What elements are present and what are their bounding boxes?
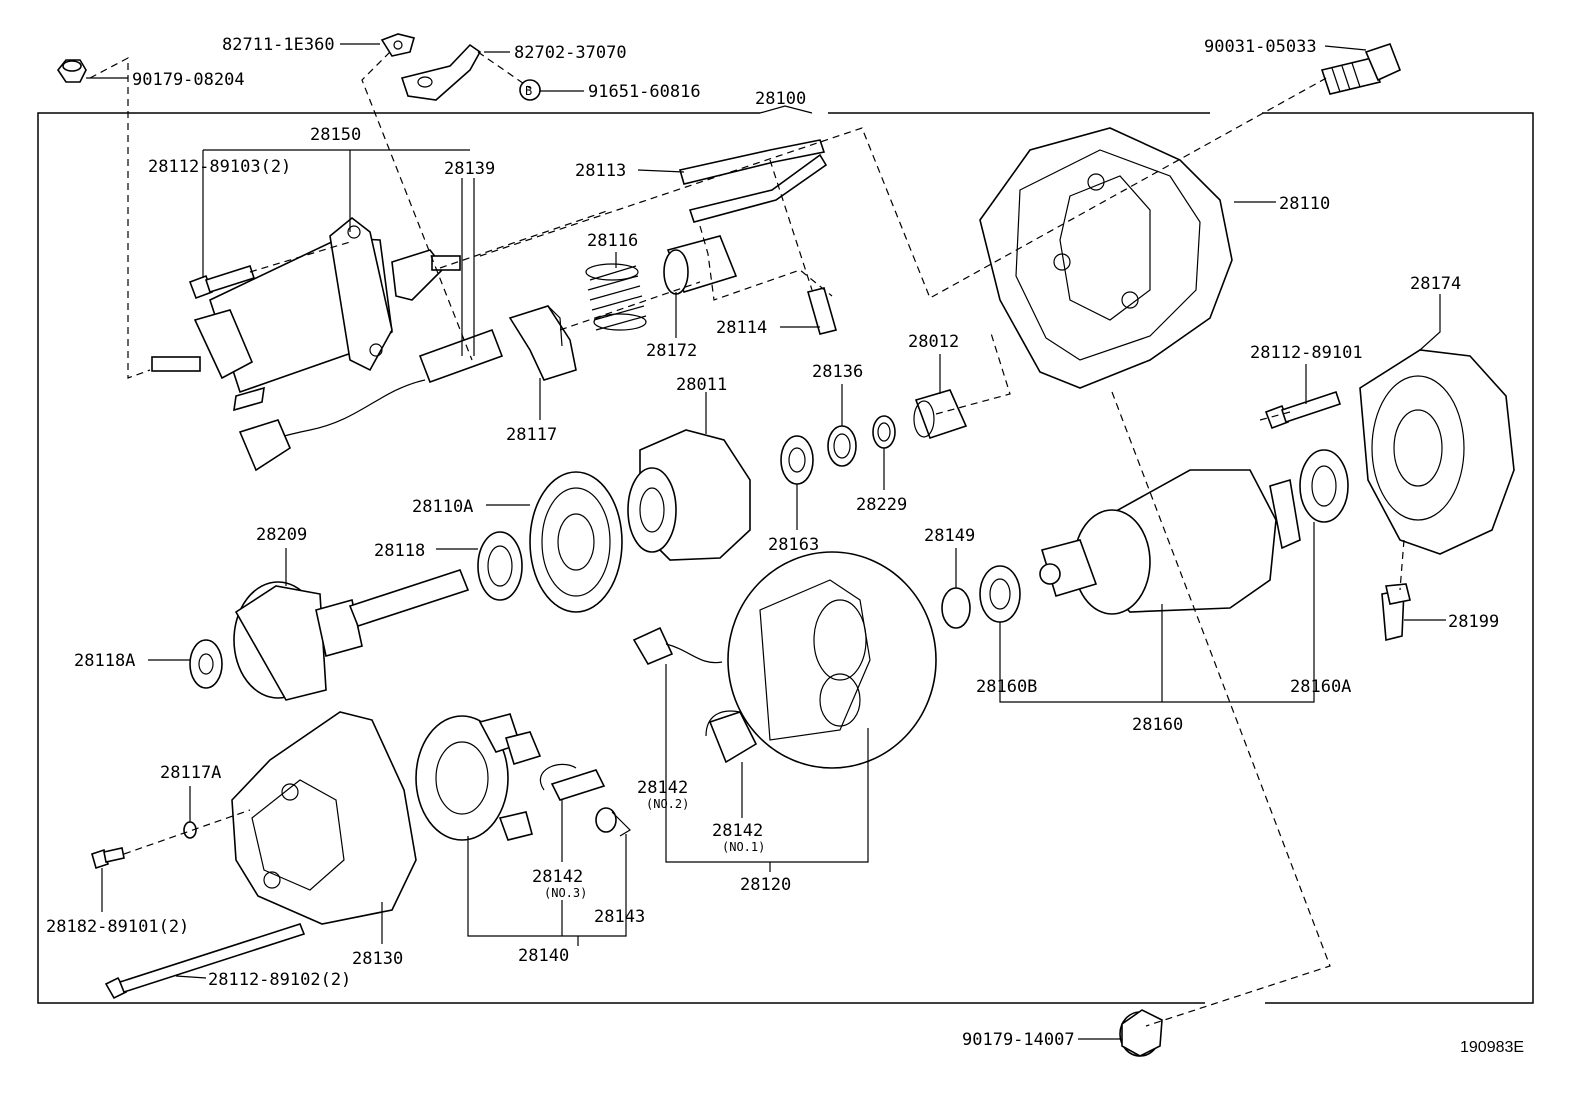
- bolt-28112-89103: [188, 264, 256, 300]
- label-28174: 28174: [1410, 274, 1461, 294]
- end-frame-28174: [1359, 349, 1515, 555]
- bearing-28160A: [1299, 449, 1349, 523]
- snap-ring-28229: [872, 415, 896, 449]
- screw-28182-89101: [91, 847, 125, 870]
- label-no3: (NO.3): [544, 886, 587, 900]
- label-28142-no1: 28142: [712, 821, 763, 841]
- spring-28116: [585, 263, 647, 331]
- through-bolt-28112-89102: [104, 923, 306, 1000]
- commutator-end-frame-28130: [231, 711, 417, 925]
- label-no1: (NO.1): [722, 840, 765, 854]
- assembly-dashed-lines: [89, 51, 1405, 1027]
- label-82711-1E360: 82711-1E360: [222, 35, 335, 55]
- label-28112-89103: 28112-89103(2): [148, 157, 291, 177]
- image-id: 190983E: [1460, 1039, 1524, 1056]
- label-28140: 28140: [518, 946, 569, 966]
- label-90031-05033: 90031-05033: [1204, 37, 1317, 57]
- bolt-28112-89101: [1264, 390, 1342, 430]
- lead-28139: [238, 328, 504, 472]
- assembly-frame: [37, 112, 1534, 1004]
- label-28199: 28199: [1448, 612, 1499, 632]
- label-91651-60816: 91651-60816: [588, 82, 701, 102]
- label-28142-no2: 28142: [637, 778, 688, 798]
- label-28136: 28136: [812, 362, 863, 382]
- label-28149: 28149: [924, 526, 975, 546]
- bearing-28110A: [529, 471, 623, 613]
- b-marker: B: [519, 79, 541, 101]
- label-28116: 28116: [587, 231, 638, 251]
- pin-28114: [807, 287, 837, 335]
- label-28112-89102: 28112-89102(2): [208, 970, 351, 990]
- collar-28163: [780, 435, 814, 485]
- label-28139: 28139: [444, 159, 495, 179]
- spring-28143: [595, 807, 631, 837]
- clutch-28011: [627, 429, 751, 561]
- label-28110A: 28110A: [412, 497, 473, 517]
- label-28011: 28011: [676, 375, 727, 395]
- nut-90179-14007: [1119, 1009, 1163, 1057]
- part-labels: 82711-1E360 82702-37070 90179-08204 9165…: [46, 35, 1524, 1056]
- label-28160: 28160: [1132, 715, 1183, 735]
- leader-lines: [86, 43, 1446, 1040]
- nut-90179-08204: [57, 59, 87, 83]
- magnetic-switch-28150: [151, 216, 461, 412]
- label-28012: 28012: [908, 332, 959, 352]
- label-28182-89101: 28182-89101(2): [46, 917, 189, 937]
- label-28117: 28117: [506, 425, 557, 445]
- label-28117A: 28117A: [160, 763, 221, 783]
- label-28112-89101: 28112-89101: [1250, 343, 1363, 363]
- label-90179-14007: 90179-14007: [962, 1030, 1075, 1050]
- label-90179-08204: 90179-08204: [132, 70, 245, 90]
- label-no2: (NO.2): [646, 797, 689, 811]
- label-28130: 28130: [352, 949, 403, 969]
- label-28150: 28150: [310, 125, 361, 145]
- plate-82702-37070: [400, 43, 482, 101]
- plug-28149: [941, 587, 971, 629]
- armature-28160: [1039, 469, 1301, 615]
- label-28229: 28229: [856, 495, 907, 515]
- label-28113: 28113: [575, 161, 626, 181]
- lever-28113: [678, 139, 828, 223]
- plunger-28172: [663, 235, 738, 295]
- b-marker-label: B: [525, 84, 532, 98]
- label-28100: 28100: [755, 89, 806, 109]
- label-28172: 28172: [646, 341, 697, 361]
- terminal-82711-1E360: [380, 33, 415, 57]
- cover-28117: [508, 305, 577, 381]
- washer-28118A: [189, 639, 223, 689]
- brush-holder-28140: [415, 713, 542, 841]
- washer-28118: [477, 531, 523, 601]
- label-28110: 28110: [1279, 194, 1330, 214]
- label-28143: 28143: [594, 907, 645, 927]
- drive-housing-28110: [979, 127, 1233, 389]
- bearing-28160B: [979, 565, 1021, 623]
- label-28118: 28118: [374, 541, 425, 561]
- ring-28136: [827, 425, 857, 467]
- label-82702-37070: 82702-37070: [514, 43, 627, 63]
- label-28142-no3: 28142: [532, 867, 583, 887]
- label-28209: 28209: [256, 525, 307, 545]
- bolt-90031-05033: [1320, 42, 1402, 95]
- planetary-shaft-28209: [233, 569, 470, 701]
- label-28160A: 28160A: [1290, 677, 1351, 697]
- label-28163: 28163: [768, 535, 819, 555]
- label-28160B: 28160B: [976, 677, 1037, 697]
- brush-28142-no1: [705, 710, 758, 764]
- brush-28142-no3: [539, 763, 606, 801]
- label-28120: 28120: [740, 875, 791, 895]
- yoke-28120: [727, 551, 937, 769]
- label-28114: 28114: [716, 318, 767, 338]
- grommet-28199: [1381, 583, 1411, 642]
- brush-28142-no2: [632, 626, 723, 666]
- bushing-28012: [913, 389, 968, 440]
- label-28118A: 28118A: [74, 651, 135, 671]
